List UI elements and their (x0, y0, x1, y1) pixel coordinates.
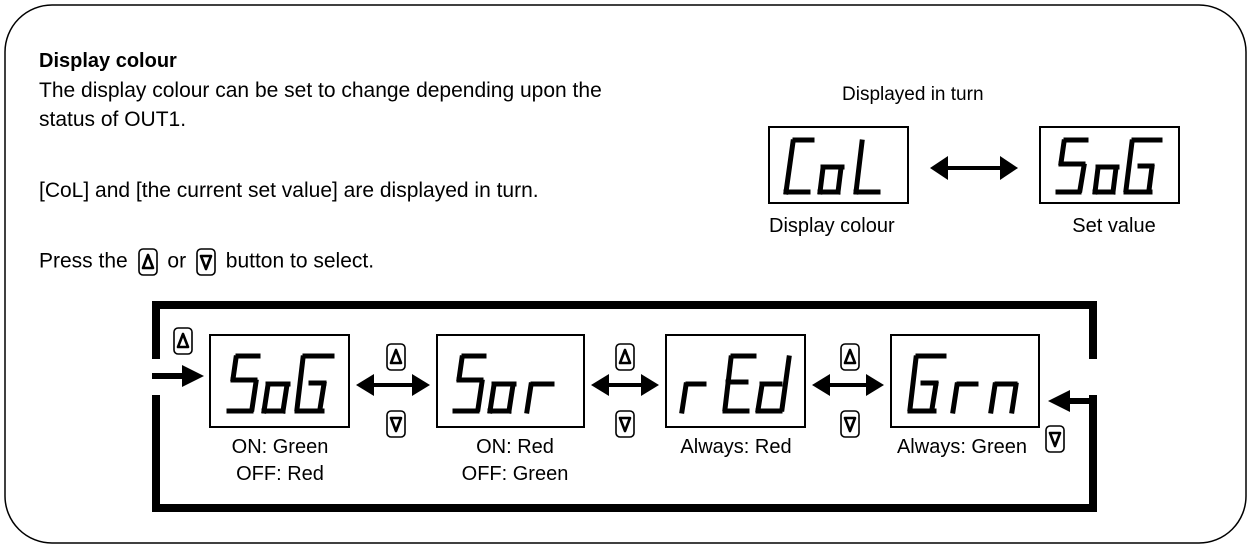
connector-2-up-icon (615, 343, 635, 371)
intro-line-1: The display colour can be set to change … (39, 79, 602, 102)
connector-3-up-icon (840, 343, 860, 371)
connector-1-down-icon (386, 410, 406, 438)
displayed-in-turn-label: Displayed in turn (842, 84, 984, 105)
connector-3 (812, 343, 884, 438)
connector-2 (591, 343, 659, 438)
option-display-grn (890, 334, 1040, 428)
connector-3-down-icon (840, 410, 860, 438)
option-2-line-2: OFF: Green (461, 463, 569, 485)
display-col-lcd (768, 126, 909, 204)
loop-down-button-icon (1045, 425, 1065, 453)
option-display-red (665, 334, 806, 428)
connector-1-up-icon (386, 343, 406, 371)
down-triangle-button-icon (196, 248, 216, 276)
option-1-line-2: OFF: Red (236, 463, 324, 485)
panel-frame (4, 4, 1247, 544)
toggle-double-arrow (930, 156, 1018, 180)
up-triangle-button-icon (137, 248, 158, 276)
press-text-middle: or (167, 249, 187, 273)
display-set-value-lcd (1039, 126, 1180, 204)
intro-line-2: status of OUT1. (39, 108, 187, 131)
option-3-line-1: Always: Red (680, 436, 792, 458)
option-2-line-1: ON: Red (476, 436, 554, 458)
option-display-sog (209, 334, 350, 428)
press-instruction: Press the or button to select. (39, 248, 374, 276)
cycle-loop-frame (152, 301, 1097, 512)
press-text-before: Press the (39, 249, 128, 273)
option-display-sor (436, 334, 585, 428)
loop-up-button-icon (173, 327, 193, 355)
press-text-after: button to select. (225, 249, 375, 273)
set-value-caption: Set value (1072, 215, 1156, 237)
display-colour-caption: Display colour (769, 215, 895, 237)
option-4-line-1: Always: Green (896, 436, 1028, 458)
option-1-line-1: ON: Green (231, 436, 329, 458)
connector-2-down-icon (615, 410, 635, 438)
connector-1 (356, 343, 430, 438)
turn-note: [CoL] and [the current set value] are di… (39, 179, 539, 202)
section-heading: Display colour (39, 50, 177, 72)
